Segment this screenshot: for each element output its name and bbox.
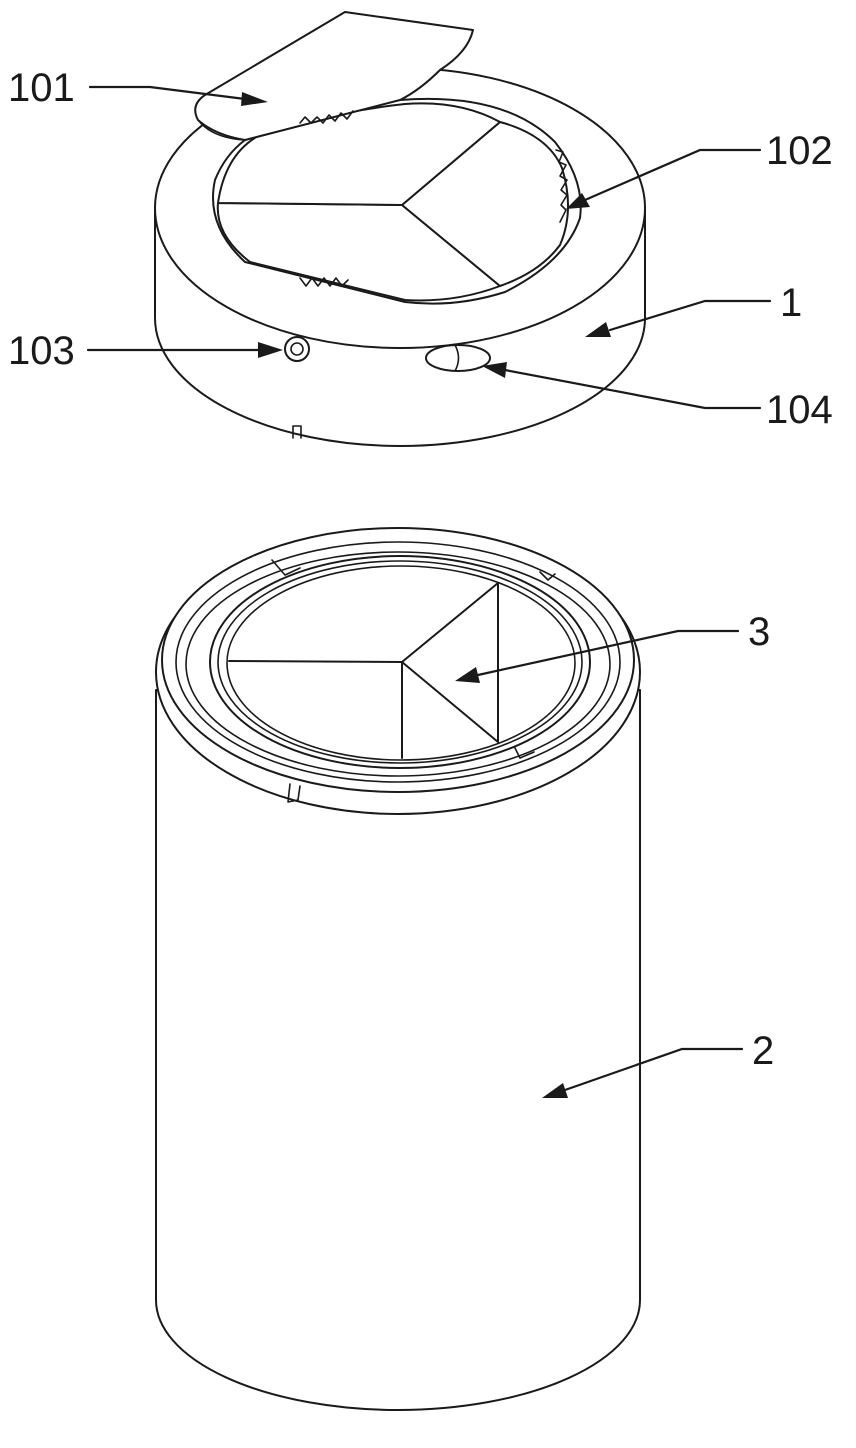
slot-104 (426, 345, 490, 371)
label-2: 2 (752, 1029, 774, 1073)
button-103 (285, 337, 309, 361)
label-104: 104 (766, 388, 833, 432)
label-1: 1 (780, 281, 802, 325)
label-102: 102 (766, 129, 833, 173)
body-assembly (156, 528, 640, 1410)
lid-assembly (155, 12, 645, 446)
label-103: 103 (8, 329, 75, 373)
valve-blade-line-left (229, 661, 402, 662)
label-101: 101 (8, 66, 75, 110)
button-outer-ring (285, 337, 309, 361)
label-3: 3 (748, 610, 770, 654)
